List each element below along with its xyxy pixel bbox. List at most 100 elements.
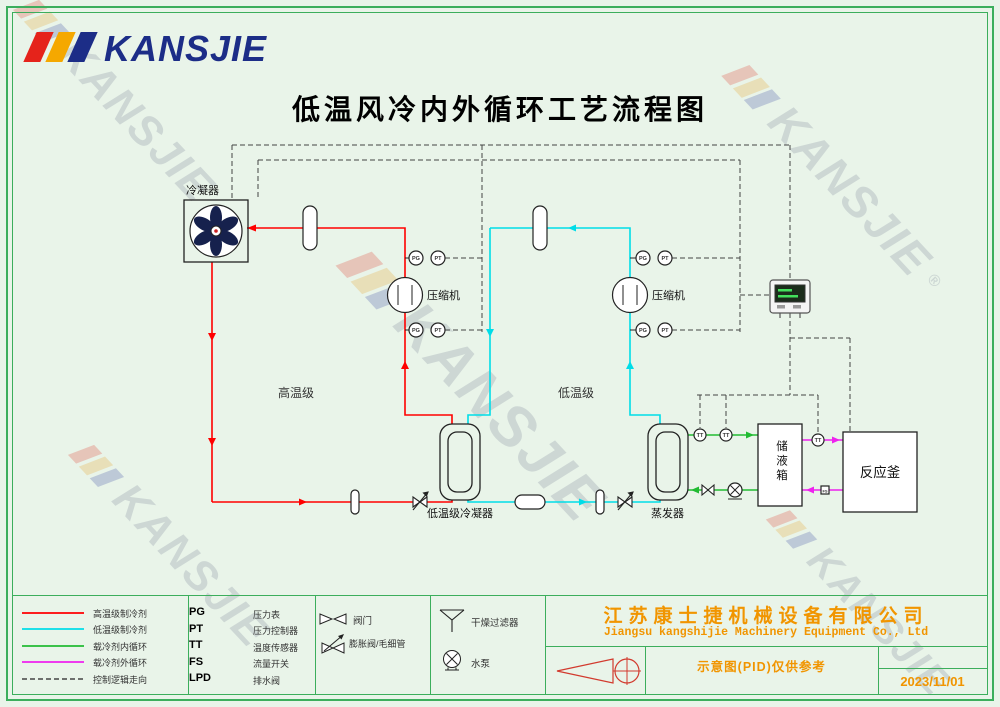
receiver-vessel bbox=[302, 205, 318, 251]
logo-text: KANSJIE bbox=[104, 28, 268, 69]
compressor-1-label: 压缩机 bbox=[427, 288, 460, 302]
legend-line-sample bbox=[22, 678, 84, 680]
registered-mark: ® bbox=[923, 269, 945, 291]
symbol-label: 干燥过滤器 bbox=[471, 618, 519, 629]
reactor: 反应釜 bbox=[842, 431, 918, 513]
compressor-sensors: PG PT PG PT PG PT PG PT bbox=[405, 250, 673, 338]
legend-line-sample bbox=[22, 612, 84, 614]
fs-sensor: FS bbox=[822, 489, 827, 494]
low-stage-label: 低温级 bbox=[558, 386, 594, 400]
page-title: 低温风冷内外循环工艺流程图 bbox=[291, 95, 708, 126]
expansion-valve bbox=[412, 491, 429, 511]
expansion-valve bbox=[617, 491, 634, 511]
dry-filter-icon bbox=[439, 609, 465, 632]
watermark: KANSJIE bbox=[330, 233, 618, 535]
high-stage-label: 高温级 bbox=[278, 385, 314, 400]
legend-line-label: 低温级制冷剂 bbox=[93, 625, 148, 635]
receiver-vessel bbox=[532, 205, 548, 251]
pt-sensor: PT bbox=[661, 256, 669, 262]
temperature-controller bbox=[769, 279, 811, 318]
abbr-code: FS bbox=[189, 655, 204, 668]
compressor-1: 压缩机 bbox=[386, 276, 460, 314]
pt-sensor: PT bbox=[434, 256, 442, 262]
legend-line-label: 载冷剂外循环 bbox=[93, 658, 148, 668]
company-name-en: Jiangsu kangshijie Machinery Equipment C… bbox=[603, 626, 929, 639]
legend-line-sample bbox=[22, 628, 84, 630]
coolant-external-lines bbox=[802, 439, 843, 491]
coolant-external-arrows bbox=[806, 436, 840, 494]
watermark-stripes-icon bbox=[63, 432, 132, 501]
filter-drier bbox=[595, 489, 605, 515]
brand-logo: KANSJIE bbox=[23, 28, 268, 70]
grid-line bbox=[188, 596, 189, 695]
pt-sensor: PT bbox=[434, 328, 442, 334]
low-temp-circuit bbox=[467, 227, 661, 503]
low-temp-flow-arrows bbox=[486, 224, 634, 506]
grid-line bbox=[430, 596, 431, 695]
coolant-pump bbox=[727, 482, 743, 500]
pg-sensor: PG bbox=[412, 328, 420, 334]
storage-tank-label: 储液箱 bbox=[775, 440, 787, 484]
drawing-date: 2023/11/01 bbox=[900, 674, 965, 689]
legend-line-label: 载冷剂内循环 bbox=[93, 642, 148, 652]
grid-line bbox=[645, 646, 646, 695]
abbr-code: TT bbox=[189, 639, 203, 651]
watermark-text: KANSJIE bbox=[381, 288, 618, 535]
tt-sensor: TT bbox=[697, 433, 704, 439]
title-block: 高温级制冷剂 低温级制冷剂 载冷剂内循环 载冷剂外循环 控制逻辑走向 PG 压力… bbox=[13, 595, 987, 695]
grid-line bbox=[545, 646, 987, 647]
pg-sensor: PG bbox=[639, 256, 647, 262]
reactor-label: 反应釜 bbox=[860, 464, 901, 480]
drawing-note: 示意图(PID)仅供参考 bbox=[697, 660, 826, 674]
logo-stripes-icon bbox=[23, 31, 98, 67]
watermark-stripes-icon bbox=[330, 233, 425, 327]
liquid-receiver bbox=[514, 494, 546, 510]
company-name-cn: 江苏康士捷机械设备有限公司 bbox=[603, 606, 929, 627]
compressor-2-label: 压缩机 bbox=[652, 288, 685, 302]
fan-blades-icon bbox=[193, 206, 239, 256]
coolant-valve bbox=[701, 483, 715, 497]
abbr-meaning: 压力表 bbox=[253, 609, 281, 620]
compressor-2: 压缩机 bbox=[611, 276, 685, 314]
pg-sensor: PG bbox=[412, 256, 420, 262]
tt-sensor: TT bbox=[723, 433, 730, 439]
symbol-label: 膨胀阀/毛细管 bbox=[349, 639, 406, 649]
grid-line bbox=[315, 596, 316, 695]
control-logic-lines bbox=[231, 144, 851, 433]
abbr-meaning: 排水阀 bbox=[253, 675, 281, 686]
abbr-code: PG bbox=[189, 606, 205, 618]
water-pump-icon bbox=[443, 650, 461, 671]
horn-stamp-icon bbox=[556, 657, 641, 685]
evaporator-label: 蒸发器 bbox=[651, 506, 684, 520]
abbr-meaning: 温度传感器 bbox=[253, 642, 299, 653]
legend-line-label: 高温级制冷剂 bbox=[93, 609, 148, 619]
symbol-label: 阀门 bbox=[353, 616, 373, 627]
grid-line bbox=[878, 646, 879, 695]
abbr-meaning: 压力控制器 bbox=[253, 626, 299, 636]
abbr-code: LPD bbox=[189, 672, 211, 684]
coolant-internal-arrows bbox=[691, 431, 754, 494]
watermark-stripes-icon bbox=[762, 499, 824, 561]
coolant-sensors: TT TT TT FS bbox=[693, 428, 830, 495]
high-temp-circuit bbox=[211, 227, 453, 503]
legend-line-label: 控制逻辑走向 bbox=[93, 675, 148, 685]
symbol-label: 水泵 bbox=[471, 659, 491, 670]
condenser-label: 冷凝器 bbox=[186, 183, 219, 197]
grid-line bbox=[878, 668, 987, 669]
legend-line-sample bbox=[22, 645, 84, 647]
cascade-condenser: 低温级冷凝器 bbox=[427, 423, 493, 520]
air-cooled-condenser: 冷凝器 bbox=[183, 183, 249, 263]
legend-line-sample bbox=[22, 661, 84, 663]
grid-line bbox=[545, 596, 546, 695]
abbr-code: PT bbox=[189, 622, 204, 635]
cascade-condenser-label: 低温级冷凝器 bbox=[427, 506, 493, 520]
high-temp-flow-arrows bbox=[208, 224, 409, 506]
abbr-meaning: 流量开关 bbox=[253, 659, 290, 669]
coolant-internal-lines bbox=[688, 434, 758, 491]
evaporator: 蒸发器 bbox=[647, 423, 689, 520]
pg-sensor: PG bbox=[639, 328, 647, 334]
pt-sensor: PT bbox=[661, 328, 669, 334]
expansion-valve-icon bbox=[321, 634, 345, 654]
valve-icon bbox=[319, 613, 347, 625]
